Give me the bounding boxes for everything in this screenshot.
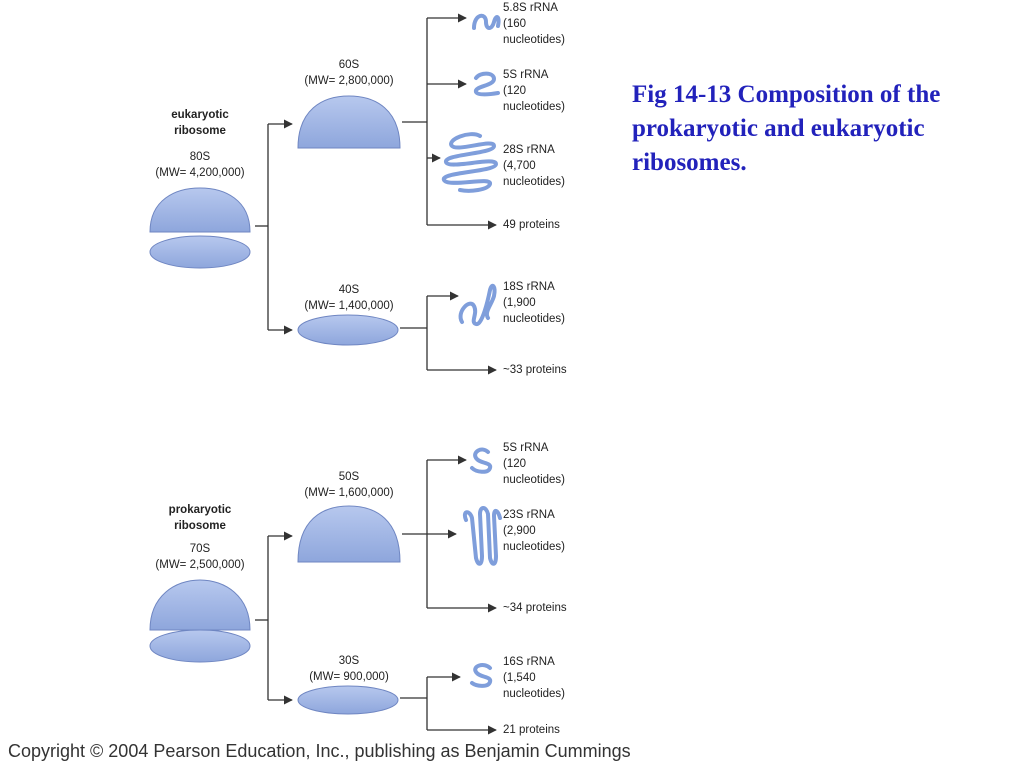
- eukaryotic-80s-label: 80S (MW= 4,200,000): [155, 151, 245, 179]
- eukaryotic-60s-branch-lines: [402, 13, 497, 230]
- eukaryotic-branch-lines: [255, 119, 293, 335]
- prokaryotic-title: prokaryotic ribosome: [168, 504, 232, 532]
- prok-5s-rrna-shape: [470, 447, 493, 474]
- euk-40s-proteins-label: ~33 proteins: [503, 364, 567, 376]
- euk-28s-rrna-label: 28S rRNA (4,700 nucleotides): [503, 144, 566, 188]
- eukaryotic-80s-ribosome-shape: [149, 187, 251, 269]
- eukaryotic-title: eukaryotic ribosome: [171, 109, 229, 137]
- prok-16s-rrna-label: 16S rRNA (1,540 nucleotides): [503, 656, 566, 700]
- prok-50s-proteins-label: ~34 proteins: [503, 602, 567, 614]
- euk-5s-rrna-label: 5S rRNA (120 nucleotides): [503, 69, 566, 113]
- euk-5-8s-rrna-shape: [472, 13, 501, 30]
- prokaryotic-50s-label: 50S (MW= 1,600,000): [304, 471, 394, 499]
- prokaryotic-30s-subunit-shape: [297, 685, 399, 715]
- prokaryotic-branch-lines: [255, 531, 293, 705]
- prokaryotic-30s-label: 30S (MW= 900,000): [309, 655, 389, 683]
- eukaryotic-60s-subunit-shape: [297, 95, 401, 149]
- prokaryotic-70s-label: 70S (MW= 2,500,000): [155, 543, 245, 571]
- figure-caption: Fig 14-13 Composition of the prokaryotic…: [632, 81, 941, 176]
- eukaryotic-40s-label: 40S (MW= 1,400,000): [304, 284, 394, 312]
- euk-18s-rrna-label: 18S rRNA (1,900 nucleotides): [503, 281, 566, 325]
- euk-5-8s-rrna-label: 5.8S rRNA (160 nucleotides): [503, 2, 566, 46]
- prokaryotic-50s-branch-lines: [402, 455, 497, 613]
- euk-28s-rrna-shape: [441, 132, 499, 193]
- copyright-notice: Copyright © 2004 Pearson Education, Inc.…: [8, 741, 631, 761]
- prok-5s-rrna-label: 5S rRNA (120 nucleotides): [503, 442, 566, 486]
- prokaryotic-30s-branch-lines: [400, 672, 497, 735]
- prok-23s-rrna-shape: [462, 506, 502, 566]
- eukaryotic-40s-subunit-shape: [297, 314, 399, 346]
- prokaryotic-70s-ribosome-shape: [149, 579, 251, 663]
- euk-5s-rrna-shape: [474, 71, 500, 97]
- eukaryotic-60s-label: 60S (MW= 2,800,000): [304, 59, 394, 87]
- euk-60s-proteins-label: 49 proteins: [503, 219, 560, 231]
- prok-23s-rrna-label: 23S rRNA (2,900 nucleotides): [503, 509, 566, 553]
- prokaryotic-50s-subunit-shape: [297, 505, 401, 563]
- prok-16s-rrna-shape: [470, 663, 493, 688]
- prok-30s-proteins-label: 21 proteins: [503, 724, 560, 736]
- euk-18s-rrna-shape: [458, 283, 497, 326]
- eukaryotic-40s-branch-lines: [400, 291, 497, 375]
